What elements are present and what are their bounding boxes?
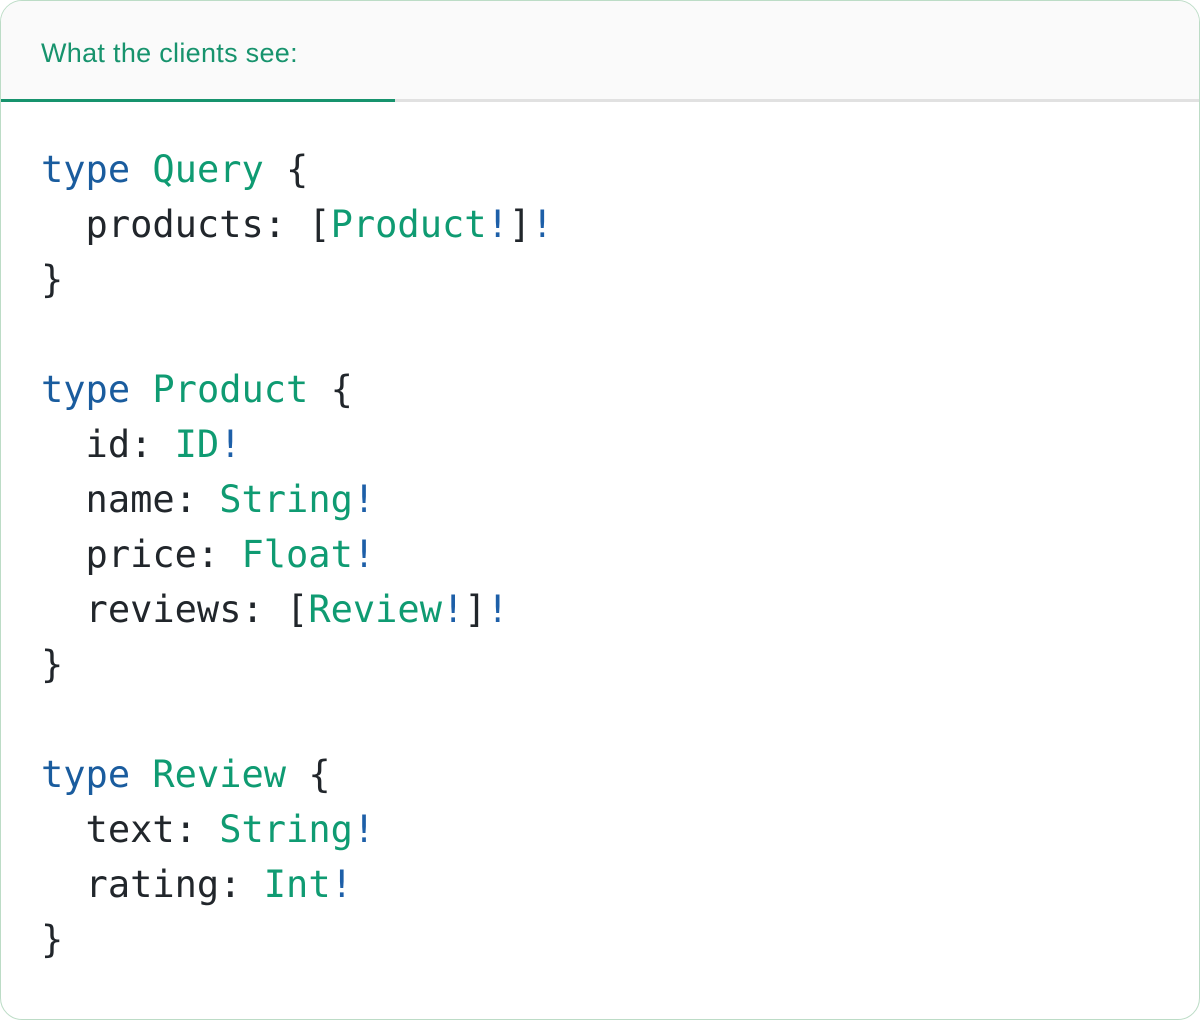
code-token: ! xyxy=(441,588,465,631)
card-header: What the clients see: xyxy=(1,1,1199,102)
code-token: type xyxy=(41,148,131,191)
code-token: ! xyxy=(330,863,353,906)
code-token: { xyxy=(286,753,331,796)
code-token: price: xyxy=(41,533,242,576)
code-line xyxy=(41,692,1159,747)
code-line: products: [Product!]! xyxy=(41,197,1159,252)
code-line: name: String! xyxy=(41,472,1159,527)
code-token: { xyxy=(263,148,309,191)
code-token: name: xyxy=(41,478,220,521)
code-token xyxy=(130,368,152,411)
code-token: text: xyxy=(41,808,220,851)
code-token: Float xyxy=(241,533,353,576)
graphql-schema-code: type Query { products: [Product!]!}type … xyxy=(1,102,1199,967)
code-token: ! xyxy=(352,478,376,521)
code-line: rating: Int! xyxy=(41,857,1159,912)
code-token: ] xyxy=(464,588,487,631)
code-token: String xyxy=(219,808,353,851)
code-token: reviews: [ xyxy=(41,588,309,631)
code-line: price: Float! xyxy=(41,527,1159,582)
code-token: Review xyxy=(308,588,442,631)
code-token: Review xyxy=(152,753,287,796)
code-token: Query xyxy=(152,148,264,191)
code-token: type xyxy=(41,753,131,796)
code-token: ! xyxy=(531,203,554,246)
code-line: type Review { xyxy=(41,747,1159,802)
code-token: products: [ xyxy=(41,203,331,246)
code-token: { xyxy=(308,368,353,411)
code-token: } xyxy=(41,643,64,686)
code-token: type xyxy=(41,368,131,411)
code-token: String xyxy=(219,478,353,521)
code-token: } xyxy=(41,258,64,301)
code-line: } xyxy=(41,912,1159,967)
code-token: Int xyxy=(263,863,331,906)
code-token: ID xyxy=(174,423,220,466)
code-token xyxy=(130,753,152,796)
code-token: ! xyxy=(352,533,376,576)
code-token: Product xyxy=(330,203,487,246)
code-token: ] xyxy=(508,203,532,246)
code-line: text: String! xyxy=(41,802,1159,857)
code-token: rating: xyxy=(41,863,264,906)
code-token xyxy=(130,148,152,191)
code-token: ! xyxy=(352,808,376,851)
code-token: ! xyxy=(219,423,242,466)
code-line xyxy=(41,307,1159,362)
code-line: } xyxy=(41,637,1159,692)
code-line: reviews: [Review!]! xyxy=(41,582,1159,637)
code-token: Product xyxy=(152,368,309,411)
code-line: id: ID! xyxy=(41,417,1159,472)
code-line: type Query { xyxy=(41,142,1159,197)
code-line: } xyxy=(41,252,1159,307)
code-token: ! xyxy=(486,588,509,631)
active-tab-underline xyxy=(1,99,395,102)
code-token: id: xyxy=(41,423,175,466)
tab-label-what-clients-see: What the clients see: xyxy=(41,37,298,68)
code-line: type Product { xyxy=(41,362,1159,417)
code-token: } xyxy=(41,918,64,961)
code-token: ! xyxy=(486,203,509,246)
